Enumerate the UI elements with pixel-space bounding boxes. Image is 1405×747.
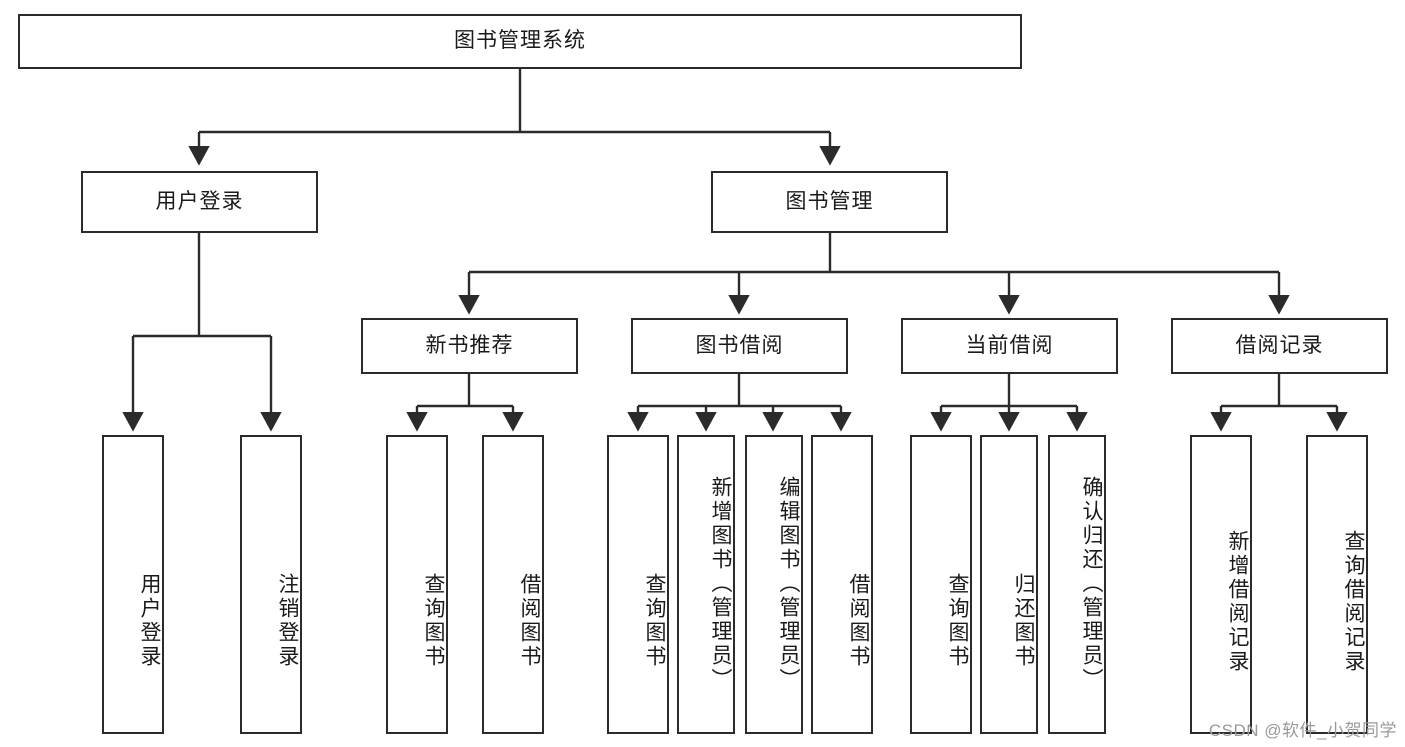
node-label: 新书推荐 (425, 333, 514, 357)
node-label: 用户登录 (138, 572, 161, 669)
node-leaf-borrow-book-2[interactable]: 借阅图书 (811, 435, 873, 734)
node-new-book-recommend[interactable]: 新书推荐 (361, 318, 578, 374)
node-label: 查询图书 (422, 572, 445, 669)
node-user-login[interactable]: 用户登录 (81, 171, 318, 233)
node-label: 新增图书（管理员） (709, 475, 732, 692)
node-leaf-user-login[interactable]: 用户登录 (102, 435, 164, 734)
node-label: 图书借阅 (695, 333, 784, 357)
node-leaf-query-book-3[interactable]: 查询图书 (910, 435, 972, 734)
node-borrow-record[interactable]: 借阅记录 (1171, 318, 1388, 374)
node-label: 借阅图书 (518, 572, 541, 669)
watermark-credit: CSDN @软件_小贺同学 (1208, 721, 1397, 740)
node-leaf-edit-book[interactable]: 编辑图书（管理员） (745, 435, 803, 734)
node-root-system[interactable]: 图书管理系统 (18, 14, 1022, 69)
node-leaf-add-book[interactable]: 新增图书（管理员） (677, 435, 735, 734)
node-label: 确认归还（管理员） (1080, 475, 1103, 692)
node-label: 查询图书 (643, 572, 666, 669)
node-leaf-add-record[interactable]: 新增借阅记录 (1190, 435, 1252, 734)
node-label: 新增借阅记录 (1226, 529, 1249, 674)
node-current-borrow[interactable]: 当前借阅 (901, 318, 1118, 374)
node-label: 归还图书 (1012, 572, 1035, 669)
node-label: 编辑图书（管理员） (777, 475, 800, 692)
node-leaf-return-book[interactable]: 归还图书 (980, 435, 1038, 734)
node-book-manage[interactable]: 图书管理 (711, 171, 948, 233)
node-label: 用户登录 (155, 189, 244, 213)
node-label: 注销登录 (276, 572, 299, 669)
node-label: 查询借阅记录 (1342, 529, 1365, 674)
node-label: 借阅图书 (847, 572, 870, 669)
node-leaf-query-book-1[interactable]: 查询图书 (386, 435, 448, 734)
node-leaf-confirm-return[interactable]: 确认归还（管理员） (1048, 435, 1106, 734)
node-label: 图书管理系统 (454, 29, 586, 53)
node-book-borrow[interactable]: 图书借阅 (631, 318, 848, 374)
node-leaf-borrow-book-1[interactable]: 借阅图书 (482, 435, 544, 734)
node-label: 图书管理 (785, 189, 874, 213)
node-label: 借阅记录 (1235, 333, 1324, 357)
node-leaf-query-record[interactable]: 查询借阅记录 (1306, 435, 1368, 734)
node-label: 当前借阅 (965, 333, 1054, 357)
node-label: 查询图书 (946, 572, 969, 669)
node-leaf-query-book-2[interactable]: 查询图书 (607, 435, 669, 734)
node-leaf-user-logout[interactable]: 注销登录 (240, 435, 302, 734)
